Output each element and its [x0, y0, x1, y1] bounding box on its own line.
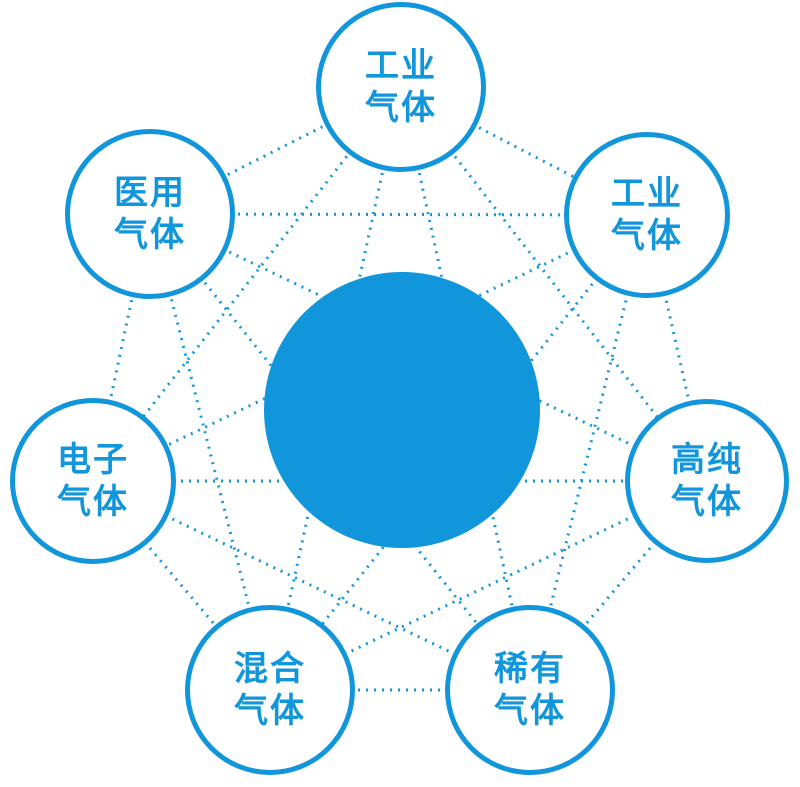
- node-label-line: 高纯: [671, 439, 743, 480]
- node-label-line: 工业: [611, 173, 683, 214]
- edge-line: [149, 212, 648, 217]
- node-label-line: 医用: [114, 172, 186, 213]
- node-label-line: 气体: [365, 88, 437, 128]
- node-high-purity-gas: 高纯 气体: [625, 399, 789, 563]
- edge-line: [399, 86, 709, 482]
- node-rare-gas: 稀有 气体: [445, 605, 615, 775]
- node-label-line: 气体: [114, 215, 186, 255]
- edge-line: [399, 86, 532, 691]
- node-label-line: 气体: [494, 691, 566, 731]
- edge-line: [645, 214, 709, 482]
- node-label-line: 电子: [57, 439, 129, 480]
- node-label-line: 工业: [365, 45, 437, 86]
- node-mixed-gas: 混合 气体: [185, 605, 355, 775]
- edge-line: [528, 480, 709, 691]
- node-label-line: 气体: [671, 482, 743, 522]
- node-electronic-gas: 电子 气体: [10, 398, 176, 564]
- node-industrial-gas-right: 工业 气体: [564, 132, 730, 298]
- edge-line: [91, 213, 152, 482]
- node-label-line: 气体: [611, 216, 683, 256]
- node-label-line: 混合: [234, 648, 306, 689]
- node-medical-gas: 医用 气体: [65, 129, 235, 299]
- node-industrial-gas-top: 工业 气体: [316, 2, 486, 172]
- edge-line: [268, 214, 649, 691]
- hub-circle: [264, 272, 540, 548]
- node-label-line: 气体: [234, 691, 306, 731]
- edge-line: [91, 480, 272, 691]
- node-label-line: 气体: [57, 482, 129, 522]
- node-label-line: 稀有: [494, 648, 566, 689]
- edge-line: [92, 213, 648, 483]
